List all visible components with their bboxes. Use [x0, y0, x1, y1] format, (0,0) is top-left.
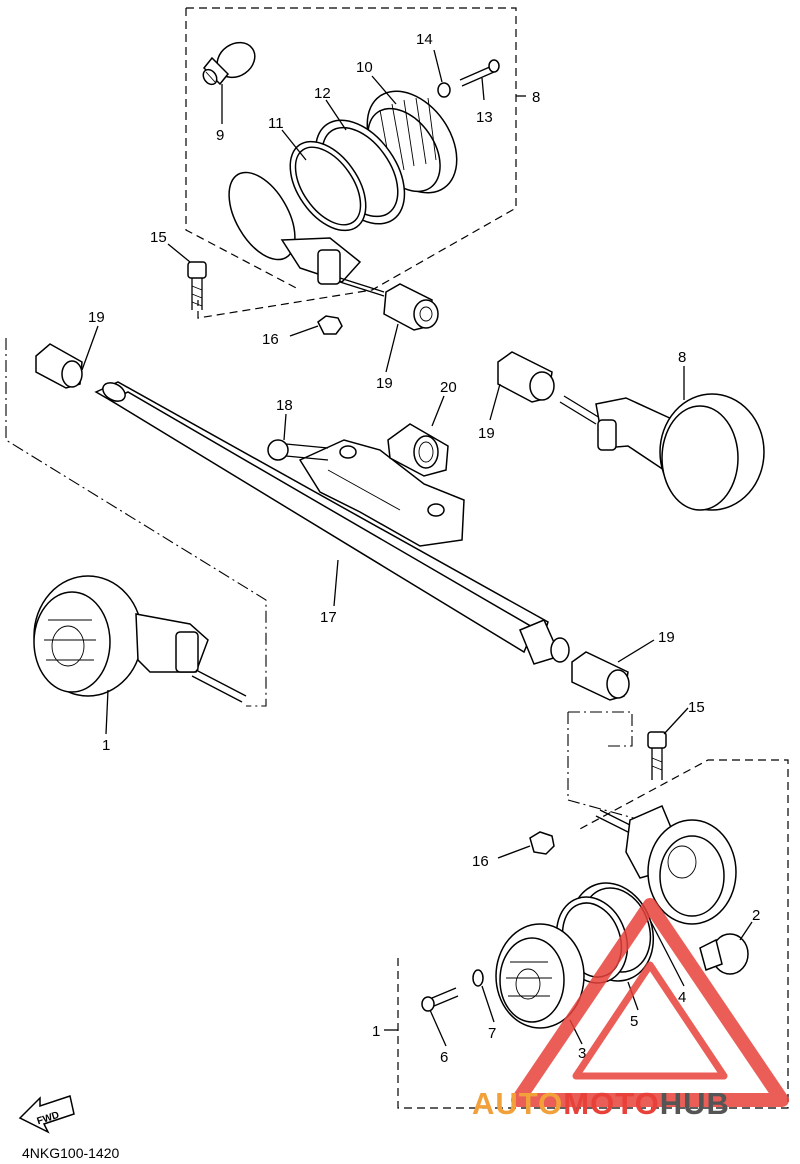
bracket — [298, 439, 465, 547]
dashed-box-left — [5, 338, 267, 707]
callout-10: 10 — [356, 59, 373, 76]
callout-4: 4 — [678, 989, 686, 1006]
diagram-code: 4NKG100-1420 — [22, 1145, 120, 1161]
assembly-box-top — [185, 7, 517, 319]
lens-part-3 — [495, 923, 585, 1029]
watermark-logo — [511, 898, 789, 1107]
callout-6: 6 — [440, 1049, 448, 1066]
bolt-part-18 — [267, 439, 329, 461]
callout-15-bottom: 15 — [688, 699, 705, 716]
signal-housing-bottom — [595, 805, 737, 925]
grommet-part-19-right-bottom — [571, 651, 630, 701]
callout-7: 7 — [488, 1025, 496, 1042]
watermark-text: AUTOMOTOHUB — [472, 1086, 730, 1121]
signal-part-1-left — [33, 575, 247, 703]
grommet-part-19-top — [383, 283, 439, 331]
fwd-arrow-icon: FWD — [18, 1095, 75, 1134]
gasket-part-11 — [289, 140, 367, 232]
callout-15-top: 15 — [150, 229, 167, 246]
callout-19-right: 19 — [658, 629, 675, 646]
callout-8-top: 8 — [532, 89, 540, 106]
signal-housing-top — [228, 171, 385, 297]
nut-part-16-bottom — [529, 831, 555, 855]
bulb-part-9 — [202, 41, 256, 86]
screw-part-13 — [459, 59, 500, 87]
callout-3: 3 — [578, 1045, 586, 1062]
callout-18: 18 — [276, 397, 293, 414]
watermark-hub: HUB — [660, 1086, 730, 1121]
grommet-part-19-left — [35, 343, 83, 389]
leader-lines — [81, 49, 753, 1047]
nut-part-16-top — [317, 315, 343, 335]
bolt-part-15-bottom — [647, 731, 667, 780]
callout-14: 14 — [416, 31, 433, 48]
screw-part-6 — [421, 987, 459, 1012]
bolt-part-15-top — [187, 261, 207, 310]
callout-19-left: 19 — [88, 309, 105, 326]
callout-19-top: 19 — [376, 375, 393, 392]
callout-2: 2 — [752, 907, 760, 924]
callout-11: 11 — [268, 115, 284, 132]
grommet-part-19-right-top — [497, 351, 555, 403]
callout-1-left: 1 — [102, 737, 110, 754]
callout-16-top: 16 — [262, 331, 279, 348]
svg-text:AUTOMOTOHUB: AUTOMOTOHUB — [472, 1086, 730, 1121]
watermark-moto: MOTO — [563, 1086, 659, 1121]
bulb-part-2 — [699, 933, 749, 975]
callout-9: 9 — [216, 127, 224, 144]
callout-20: 20 — [440, 379, 457, 396]
watermark-auto: AUTO — [472, 1086, 563, 1121]
callout-8-right: 8 — [678, 349, 686, 366]
signal-part-8-right — [559, 393, 765, 511]
callout-17: 17 — [320, 609, 337, 626]
callout-12: 12 — [314, 85, 331, 102]
callout-13: 13 — [476, 109, 493, 126]
callout-16-bottom: 16 — [472, 853, 489, 870]
clamp-part-20 — [387, 423, 449, 477]
bar-part-17 — [94, 381, 570, 665]
callout-labels: 14 10 12 8 13 9 11 15 16 19 19 20 18 19 … — [88, 31, 760, 1066]
washer-part-14 — [437, 82, 451, 98]
callout-5: 5 — [630, 1013, 638, 1030]
washer-part-7 — [472, 969, 484, 987]
callout-1-bottom: 1 — [372, 1023, 380, 1040]
callout-19-mid: 19 — [478, 425, 495, 442]
